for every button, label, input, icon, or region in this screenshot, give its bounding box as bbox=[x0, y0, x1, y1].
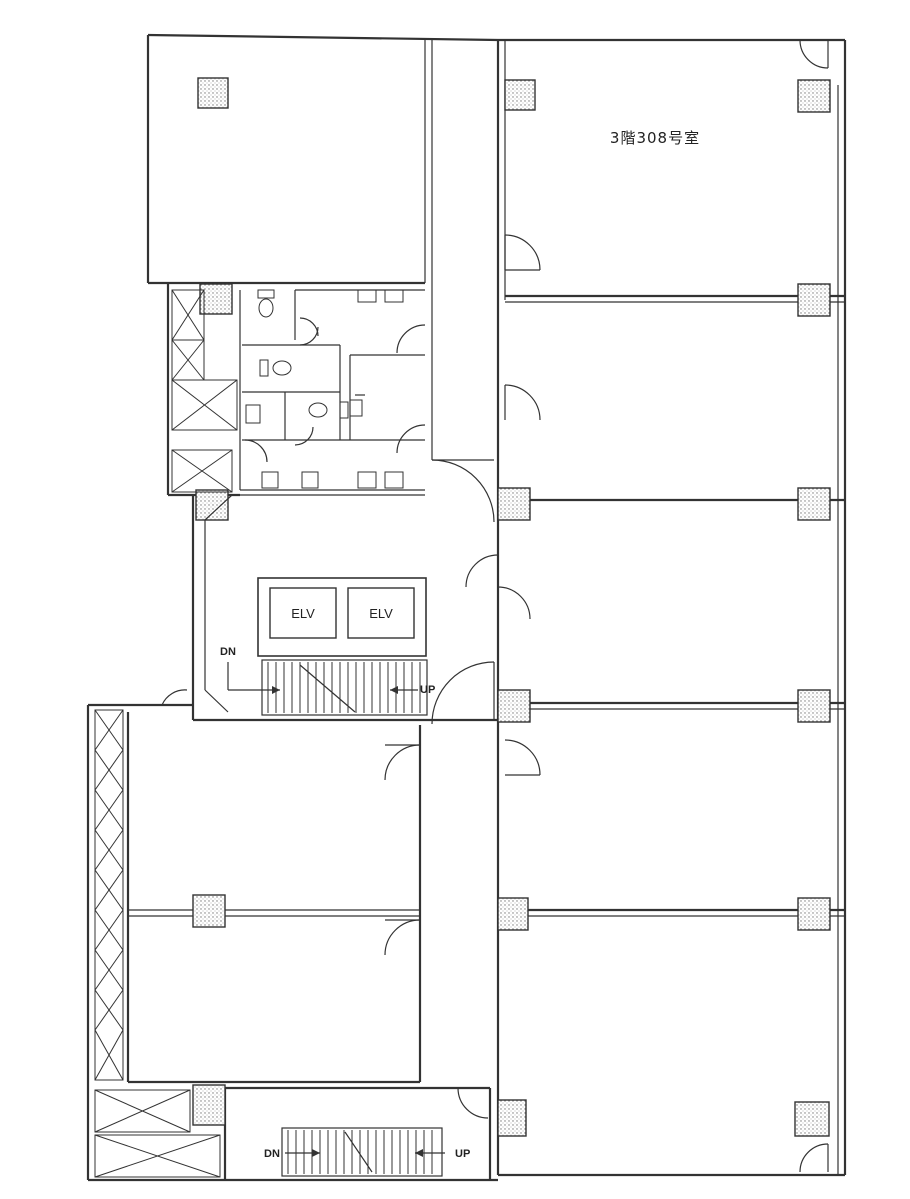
column-hatch-icon bbox=[797, 79, 831, 113]
stair-up-label: UP bbox=[420, 684, 435, 696]
column-hatch-icon bbox=[497, 1099, 527, 1137]
toilet-icon bbox=[259, 359, 292, 377]
shaft-cross-icon bbox=[171, 289, 238, 493]
shaft-cross-icon bbox=[94, 709, 124, 1081]
column-hatch-icon bbox=[794, 1101, 830, 1137]
doors bbox=[161, 39, 829, 1173]
stair-down-label: DN bbox=[264, 1148, 280, 1160]
column-hatch-icon bbox=[195, 489, 229, 521]
column-hatch-icon bbox=[497, 689, 531, 723]
south-stair: DN UP bbox=[264, 1127, 470, 1177]
office-partitions bbox=[505, 294, 845, 917]
elevator-car bbox=[269, 587, 337, 639]
column-hatch-icon bbox=[197, 77, 229, 109]
door-swing-icon bbox=[431, 459, 495, 523]
door-swing-icon bbox=[431, 661, 495, 725]
shaft-cross-icon bbox=[94, 1089, 221, 1178]
door-swing-icon bbox=[465, 554, 531, 620]
toilet-icon bbox=[308, 401, 349, 419]
elevator-car bbox=[347, 587, 415, 639]
toilet-icon bbox=[257, 289, 275, 318]
stair-up-label: UP bbox=[455, 1148, 470, 1160]
building-outline bbox=[86, 33, 847, 1182]
column-hatch-icon bbox=[797, 897, 831, 931]
main-stair: DN UP bbox=[220, 646, 435, 716]
column-hatch-icon bbox=[797, 689, 831, 723]
column-hatch-icon bbox=[199, 283, 233, 315]
elevator-label-1: ELV bbox=[291, 606, 315, 621]
door-swing-icon bbox=[799, 1143, 829, 1173]
structural-columns bbox=[192, 77, 831, 1137]
column-hatch-icon bbox=[497, 487, 531, 521]
service-shafts bbox=[94, 289, 238, 1178]
door-swing-icon bbox=[504, 739, 541, 776]
column-hatch-icon bbox=[192, 1084, 226, 1126]
door-swing-icon bbox=[504, 234, 541, 271]
urinal-icon bbox=[261, 289, 404, 489]
door-swing-icon bbox=[799, 39, 829, 69]
column-hatch-icon bbox=[497, 897, 529, 931]
column-hatch-icon bbox=[797, 283, 831, 317]
column-hatch-icon bbox=[504, 79, 536, 111]
door-swing-icon bbox=[457, 1087, 489, 1119]
door-swing-icon bbox=[161, 689, 188, 706]
door-swing-icon bbox=[504, 384, 541, 421]
toilet-area bbox=[239, 289, 426, 491]
door-swing-icon bbox=[384, 744, 421, 781]
column-hatch-icon bbox=[192, 894, 226, 928]
elevator-hall: ELV ELV bbox=[204, 494, 427, 713]
room-label: 3階308号室 bbox=[610, 129, 700, 147]
toilet-icon bbox=[245, 404, 261, 424]
stair-down-label: DN bbox=[220, 646, 236, 658]
elevator-label-2: ELV bbox=[369, 606, 393, 621]
column-hatch-icon bbox=[797, 487, 831, 521]
door-swing-icon bbox=[384, 919, 421, 956]
